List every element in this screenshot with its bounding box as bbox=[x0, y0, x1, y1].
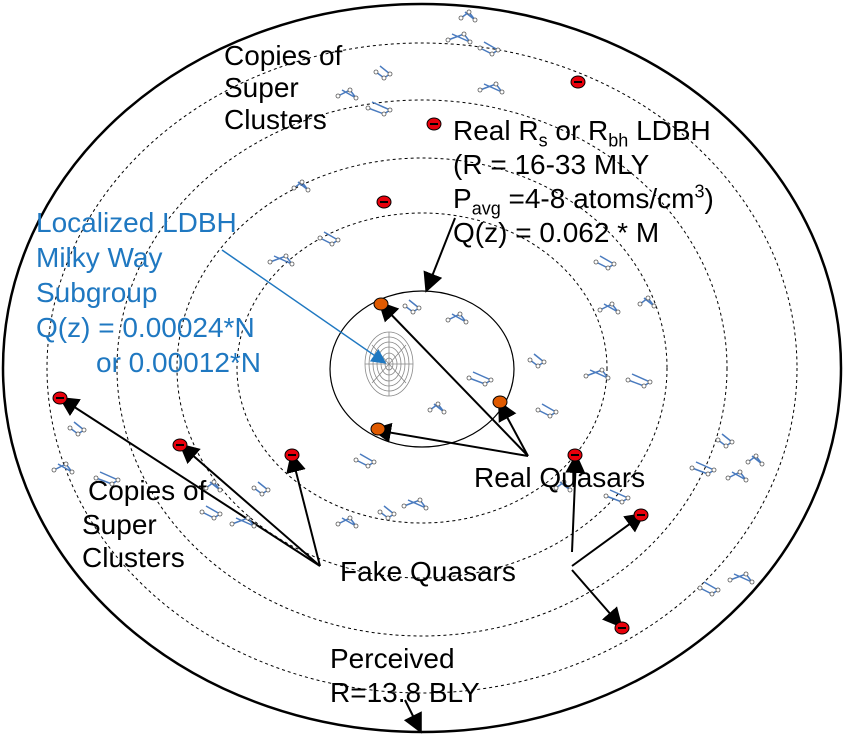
real-rs-ldbh-label: Real Rs or Rbh LDBH (R = 16-33 MLY Pavg … bbox=[453, 115, 714, 249]
supercluster-glyph bbox=[597, 301, 621, 315]
supercluster-glyph bbox=[199, 505, 223, 521]
real-quasar-dot bbox=[370, 422, 386, 436]
supercluster-glyph bbox=[51, 461, 75, 475]
supercluster-glyph bbox=[373, 65, 393, 81]
supercluster-glyph bbox=[67, 421, 87, 437]
supercluster-glyph bbox=[445, 311, 469, 325]
dashed-shell-3 bbox=[176, 157, 668, 579]
arrow-fake-quasar-6 bbox=[571, 569, 623, 629]
supercluster-glyph bbox=[625, 373, 653, 389]
supercluster-copies bbox=[51, 9, 765, 597]
dashed-shell-4 bbox=[236, 212, 608, 524]
supercluster-glyph bbox=[477, 81, 505, 95]
supercluster-glyph bbox=[335, 87, 359, 101]
arrow-fake-quasar-2 bbox=[178, 443, 321, 567]
arrow-perceived bbox=[403, 699, 422, 734]
arrow-fake-quasar-1 bbox=[58, 396, 321, 567]
arrow-fake-quasar-3 bbox=[286, 452, 321, 567]
supercluster-glyph bbox=[535, 403, 559, 419]
supercluster-glyph bbox=[251, 481, 271, 497]
supercluster-glyph bbox=[427, 401, 447, 415]
supercluster-glyph bbox=[401, 497, 429, 511]
supercluster-glyph bbox=[583, 367, 611, 381]
supercluster-glyph bbox=[353, 453, 377, 469]
supercluster-glyph bbox=[553, 479, 573, 493]
supercluster-glyph bbox=[477, 41, 501, 57]
real-quasar-dot bbox=[373, 297, 389, 311]
supercluster-glyph bbox=[466, 371, 494, 387]
arrow-fake-quasar-4 bbox=[565, 453, 586, 553]
supercluster-glyph bbox=[458, 9, 478, 23]
supercluster-glyph bbox=[725, 469, 749, 483]
real-quasar-dot bbox=[492, 395, 508, 409]
arrow-to-inner-ring bbox=[423, 217, 456, 293]
supercluster-glyph bbox=[689, 461, 717, 477]
supercluster-glyph bbox=[291, 179, 311, 193]
supercluster-glyph bbox=[377, 505, 397, 521]
supercluster-glyph bbox=[317, 231, 341, 247]
localized-ldbh-label: Localized LDBH Milky Way Subgroup Q(z) =… bbox=[36, 207, 262, 378]
supercluster-glyph bbox=[203, 479, 223, 493]
dashed-shell-2 bbox=[116, 99, 728, 637]
dashed-shells bbox=[46, 42, 798, 694]
supercluster-glyph bbox=[697, 581, 721, 597]
arrow-fake-quasar-5 bbox=[571, 512, 646, 567]
supercluster-glyph bbox=[229, 515, 257, 529]
supercluster-glyph bbox=[715, 433, 735, 449]
arrow-real-quasar-1 bbox=[378, 301, 529, 457]
fake-quasars-label: Fake Quasars bbox=[340, 556, 516, 587]
copies-of-superclusters-bottom-label: Copies of Super Clusters bbox=[82, 475, 207, 574]
arrow-real-quasar-3 bbox=[498, 400, 529, 457]
supercluster-glyph bbox=[335, 515, 359, 529]
real-quasars bbox=[370, 297, 508, 436]
dashed-shell-1 bbox=[46, 42, 798, 694]
supercluster-glyph bbox=[365, 101, 393, 117]
supercluster-glyph bbox=[603, 489, 631, 505]
arrows bbox=[58, 217, 646, 734]
supercluster-glyph bbox=[445, 31, 473, 45]
supercluster-glyph bbox=[745, 453, 765, 467]
supercluster-glyph bbox=[402, 299, 422, 315]
supercluster-glyph bbox=[727, 571, 755, 585]
supercluster-glyph bbox=[267, 253, 295, 267]
perceived-radius-label: Perceived R=13.8 BLY bbox=[330, 643, 480, 709]
supercluster-glyph bbox=[93, 471, 121, 487]
arrow-real-quasar-2 bbox=[371, 422, 529, 457]
milky-way-galaxy-icon bbox=[364, 331, 414, 397]
fake-quasars bbox=[52, 75, 649, 635]
arrow-localized-ldbh bbox=[221, 249, 387, 364]
real-quasars-label: Real Quasars bbox=[474, 462, 646, 493]
supercluster-glyph bbox=[593, 255, 617, 271]
supercluster-glyph bbox=[637, 295, 657, 309]
copies-of-superclusters-top-label: Copies of Super Clusters bbox=[224, 40, 343, 136]
supercluster-glyph bbox=[527, 353, 547, 369]
real-ldbh-boundary bbox=[329, 290, 515, 448]
